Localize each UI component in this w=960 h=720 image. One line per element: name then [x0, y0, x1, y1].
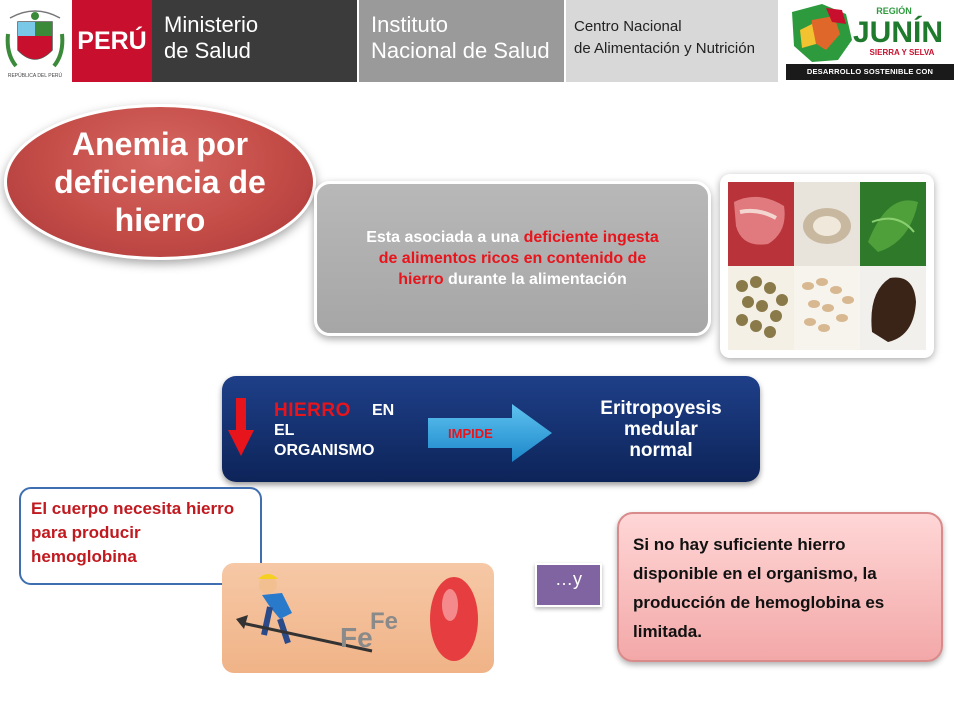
and-connector-text: …y: [555, 569, 582, 589]
iron-worker-illustration: Fe Fe: [222, 563, 494, 673]
cenan-line2: de Alimentación y Nutrición: [574, 40, 755, 57]
fe-worker-graphic: Fe Fe: [236, 574, 478, 661]
association-box: Esta asociada a una deficiente ingesta d…: [314, 181, 711, 336]
minsa-logo: Ministerio de Salud: [152, 0, 357, 82]
iron-rich-foods-image: [720, 174, 934, 358]
flow-hierro: HIERRO: [274, 400, 351, 421]
foods-collage: [728, 182, 926, 350]
conclusion-box: Si no hay suficiente hierro disponible e…: [617, 512, 943, 662]
association-text-part1: Esta asociada a una: [366, 229, 524, 246]
flow-organismo: ORGANISMO: [274, 442, 375, 459]
junin-banner: DESARROLLO SOSTENIBLE CON IDENTIDAD: [786, 64, 954, 92]
body-needs-iron-box: El cuerpo necesita hierro para producir …: [19, 487, 262, 585]
right-arrow-icon: [428, 404, 552, 462]
fe-label-1: Fe: [340, 622, 373, 653]
junin-tagline: SIERRA Y SELVA: [870, 48, 935, 57]
body-needs-iron-text: El cuerpo necesita hierro para producir …: [31, 499, 235, 566]
cenan-logo: Centro Nacional de Alimentación y Nutric…: [566, 0, 778, 82]
peru-label: PERÚ: [77, 26, 147, 55]
ins-line2: Nacional de Salud: [371, 38, 550, 63]
header-bar: REPÚBLICA DEL PERÚ PERÚ Ministerio de Sa…: [0, 0, 960, 92]
junin-region-logo: REGIÓN JUNÍN SIERRA Y SELVA: [792, 4, 943, 62]
cenan-line1: Centro Nacional: [574, 18, 682, 35]
peru-logo: PERÚ: [72, 0, 152, 82]
coat-caption: REPÚBLICA DEL PERÚ: [8, 72, 63, 79]
association-text: Esta asociada a una deficiente ingesta d…: [357, 227, 668, 290]
minsa-line1: Ministerio: [164, 12, 259, 37]
and-connector-box: …y: [535, 563, 602, 607]
flow-result-line1: Eritropoyesis: [600, 398, 722, 419]
junin-region-text: REGIÓN: [876, 5, 912, 16]
flow-result: Eritropoyesis medular normal: [578, 398, 744, 461]
ins-line1: Instituto: [371, 12, 449, 37]
minsa-line2: de Salud: [164, 38, 251, 63]
association-text-part2: durante la alimentación: [443, 271, 627, 288]
fe-label-2: Fe: [370, 608, 398, 635]
junin-name: JUNÍN: [853, 15, 943, 49]
flow-impide: IMPIDE: [448, 426, 493, 441]
coat-of-arms-icon: REPÚBLICA DEL PERÚ: [5, 10, 65, 79]
slide-title: Anemia por deficiencia de hierro: [54, 126, 266, 238]
conclusion-text: Si no hay suficiente hierro disponible e…: [633, 535, 885, 641]
flow-result-line2: medular: [624, 419, 698, 440]
down-arrow-icon: [228, 398, 254, 456]
flow-result-line3: normal: [629, 440, 693, 461]
flow-en: EN: [372, 402, 395, 419]
flow-el: EL: [274, 422, 295, 439]
association-text-highlight: deficiente ingesta de alimentos ricos en…: [378, 229, 659, 288]
title-ellipse: Anemia por deficiencia de hierro: [4, 104, 316, 260]
ins-logo: Instituto Nacional de Salud: [359, 0, 564, 82]
